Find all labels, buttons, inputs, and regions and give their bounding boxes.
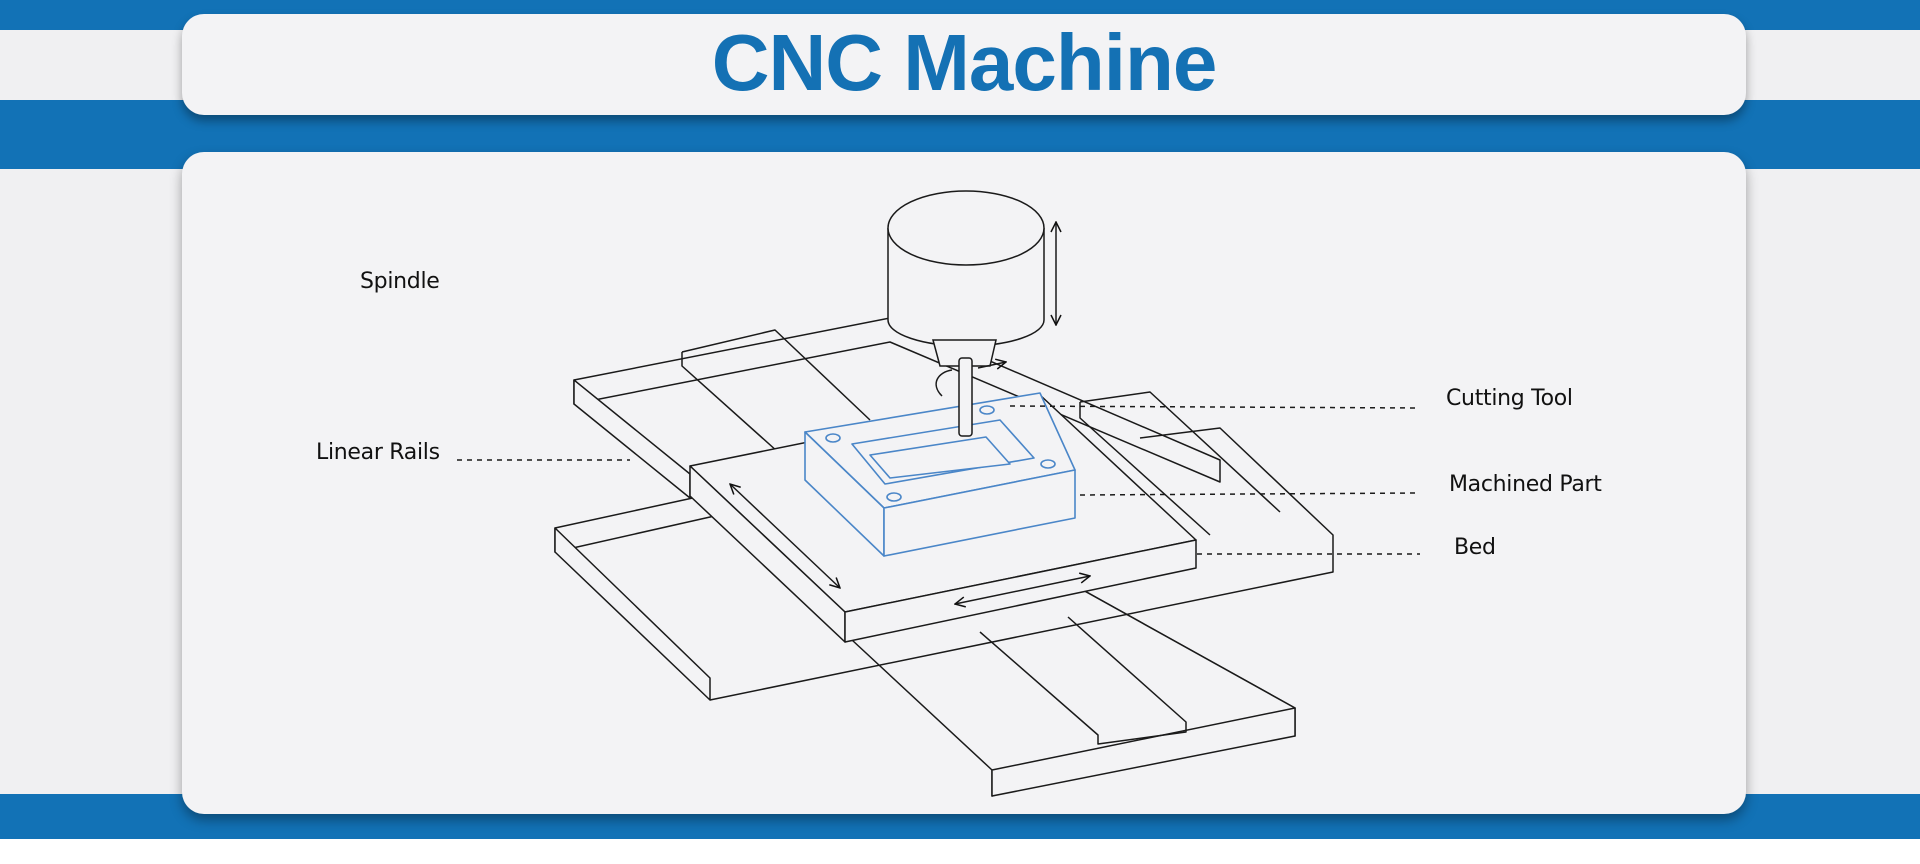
page-title: CNC Machine [711, 17, 1218, 107]
base-white-band [0, 839, 1920, 864]
diagram-card: Spindle Linear Rails Cutting Tool Machin… [182, 152, 1746, 814]
label-cutting-tool: Cutting Tool [1446, 386, 1573, 411]
label-spindle: Spindle [360, 269, 440, 294]
label-bed: Bed [1454, 535, 1496, 560]
label-machined-part: Machined Part [1449, 472, 1602, 497]
spindle [887, 190, 1056, 437]
machined-part [804, 392, 1076, 557]
cnc-machine-diagram [457, 190, 1421, 797]
label-linear-rails: Linear Rails [316, 440, 440, 465]
title-card: CNC Machine [182, 14, 1746, 115]
leader-lines [457, 405, 1421, 555]
